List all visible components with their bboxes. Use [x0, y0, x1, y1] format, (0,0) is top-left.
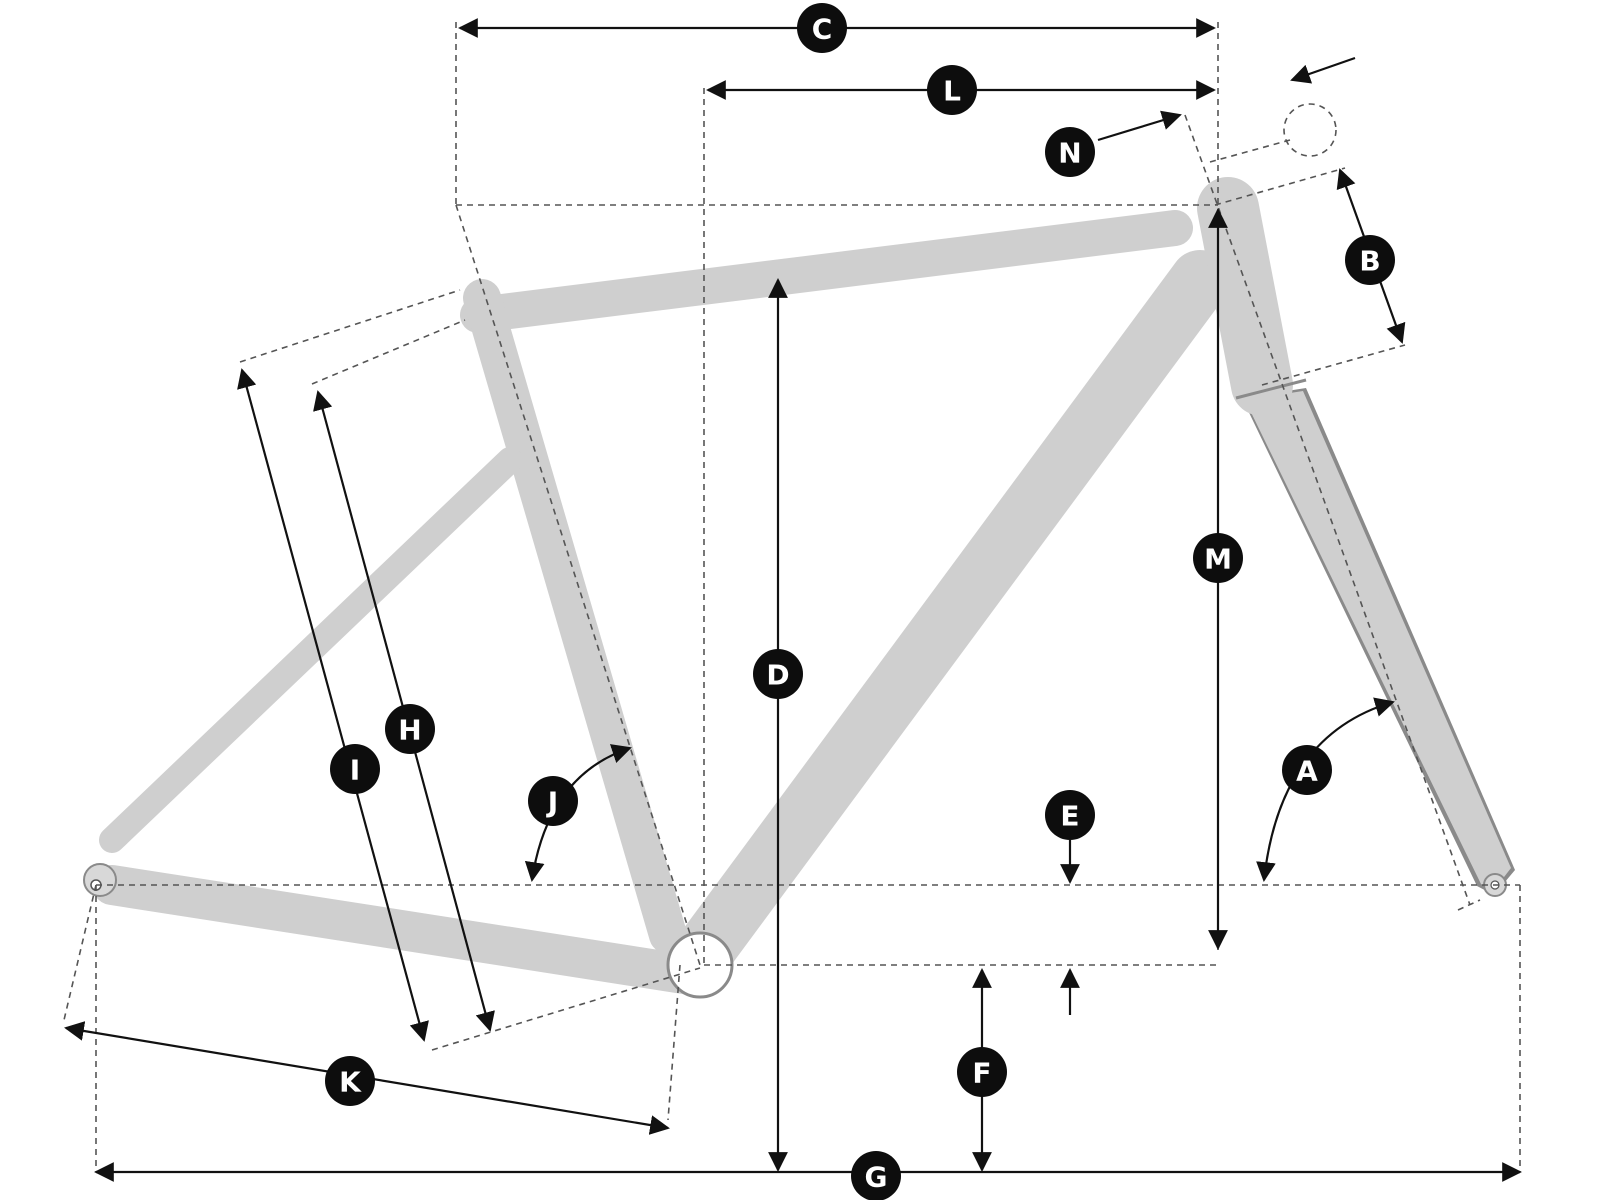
label-n-badge: N [1045, 127, 1095, 177]
label-m-badge: M [1193, 533, 1243, 583]
svg-text:C: C [812, 13, 833, 46]
fork [1245, 391, 1511, 890]
arrow-n-top [1290, 56, 1356, 84]
label-c-badge: C [797, 3, 847, 53]
label-l-badge: L [927, 65, 977, 115]
label-i-badge: I [330, 744, 380, 794]
down-tube [675, 250, 1230, 980]
bike-frame [83, 177, 1515, 999]
head-tube [1197, 177, 1293, 416]
svg-text:B: B [1359, 245, 1380, 278]
label-d-badge: D [753, 649, 803, 699]
svg-text:H: H [398, 714, 421, 747]
label-a-badge: A [1282, 745, 1332, 795]
label-e-badge: E [1045, 790, 1095, 840]
seat-stay [99, 447, 523, 853]
arrow-a [1256, 697, 1395, 882]
svg-text:G: G [865, 1161, 888, 1194]
label-b-badge: B [1345, 235, 1395, 285]
dimension-arrows [64, 18, 1522, 1182]
svg-text:M: M [1204, 543, 1232, 576]
fork-crown-line [1235, 378, 1307, 400]
svg-text:A: A [1296, 755, 1318, 788]
svg-text:I: I [350, 754, 360, 787]
label-f-badge: F [957, 1047, 1007, 1097]
label-k-badge: K [325, 1056, 375, 1106]
chain-stay [92, 865, 710, 995]
construction-lines [63, 22, 1521, 1172]
label-j-badge: J [528, 776, 578, 826]
arrow-n [1097, 110, 1182, 142]
svg-text:N: N [1058, 137, 1081, 170]
label-h-badge: H [385, 704, 435, 754]
svg-text:D: D [766, 659, 789, 692]
svg-text:F: F [972, 1057, 991, 1090]
svg-text:L: L [943, 75, 961, 108]
label-g-badge: G [851, 1151, 901, 1200]
top-tube [460, 210, 1193, 333]
svg-text:J: J [546, 786, 558, 819]
svg-text:K: K [339, 1066, 362, 1099]
seat-tube [463, 279, 687, 954]
svg-text:E: E [1060, 800, 1079, 833]
rear-dropout [83, 863, 117, 897]
